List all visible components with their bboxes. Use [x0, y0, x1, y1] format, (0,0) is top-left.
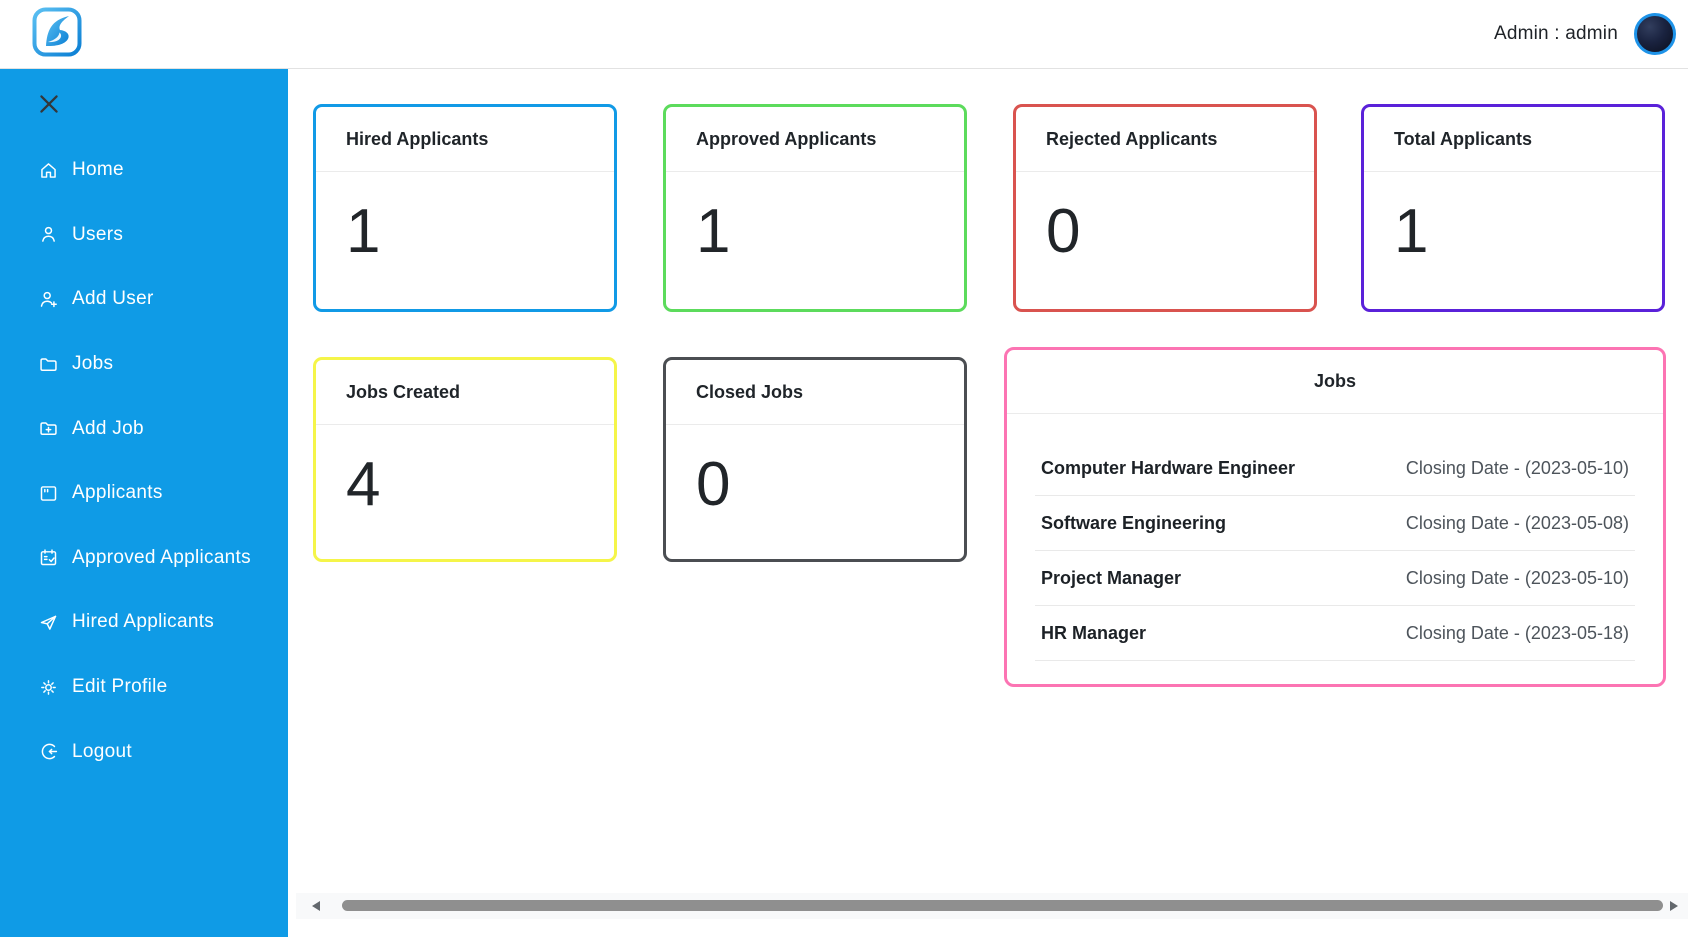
stat-card-title: Total Applicants	[1364, 107, 1662, 172]
job-row: Computer Hardware Engineer Closing Date …	[1035, 441, 1635, 496]
home-icon	[41, 162, 56, 178]
brand-logo[interactable]	[32, 7, 82, 62]
jobs-panel-title: Jobs	[1007, 350, 1663, 414]
user-plus-icon	[40, 291, 57, 308]
job-title: Project Manager	[1041, 567, 1182, 588]
stat-card-title: Hired Applicants	[316, 107, 614, 172]
job-row: HR Manager Closing Date - (2023-05-18)	[1035, 606, 1635, 661]
sidebar-item-hired-applicants[interactable]: Hired Applicants	[0, 590, 288, 655]
job-title: Computer Hardware Engineer	[1041, 457, 1296, 478]
user-avatar[interactable]	[1634, 13, 1676, 55]
sidebar-item-label: Users	[72, 223, 124, 245]
scrollbar-thumb[interactable]	[342, 900, 1663, 911]
stat-card-title: Jobs Created	[316, 360, 614, 425]
sidebar-item-label: Jobs	[72, 353, 114, 375]
header-user-area: Admin : admin	[1494, 13, 1676, 55]
jobs-panel: Jobs Computer Hardware Engineer Closing …	[1004, 347, 1666, 687]
stat-card-jobs-created: Jobs Created 4	[313, 357, 617, 562]
stat-card-rejected-applicants: Rejected Applicants 0	[1013, 104, 1317, 312]
horizontal-scrollbar[interactable]	[296, 893, 1688, 919]
gear-icon	[41, 679, 56, 695]
scroll-left-arrow-icon[interactable]	[312, 901, 320, 911]
sidebar-item-add-job[interactable]: Add Job	[0, 396, 288, 461]
app-header: Admin : admin	[0, 0, 1688, 69]
sidebar-item-label: Hired Applicants	[72, 611, 215, 633]
stat-card-value: 0	[1046, 197, 1081, 266]
sidebar-item-edit-profile[interactable]: Edit Profile	[0, 655, 288, 720]
stat-card-title: Closed Jobs	[666, 360, 964, 425]
stat-card-total-applicants: Total Applicants 1	[1361, 104, 1665, 312]
card-window-icon	[40, 485, 57, 501]
stat-card-value: 0	[696, 450, 731, 519]
stat-card-hired-applicants: Hired Applicants 1	[313, 104, 617, 312]
sidebar-item-applicants[interactable]: Applicants	[0, 461, 288, 526]
stat-card-closed-jobs: Closed Jobs 0	[663, 357, 967, 562]
logout-icon	[41, 743, 58, 760]
sidebar-item-home[interactable]: Home	[0, 138, 288, 203]
sidebar-item-label: Edit Profile	[72, 676, 168, 698]
stat-card-value: 1	[696, 197, 731, 266]
stat-card-value: 4	[346, 450, 381, 519]
sidebar-item-label: Logout	[72, 740, 132, 762]
job-row: Software Engineering Closing Date - (202…	[1035, 496, 1635, 551]
jobs-list: Computer Hardware Engineer Closing Date …	[1007, 414, 1663, 661]
job-closing-date: Closing Date - (2023-05-10)	[1405, 457, 1629, 478]
job-closing-date: Closing Date - (2023-05-08)	[1405, 512, 1629, 533]
calendar-check-icon	[40, 549, 57, 566]
sidebar-item-label: Home	[72, 159, 124, 181]
send-icon	[40, 615, 57, 630]
sidebar-item-jobs[interactable]: Jobs	[0, 332, 288, 397]
close-sidebar-icon[interactable]	[36, 91, 62, 117]
sidebar-item-approved-applicants[interactable]: Approved Applicants	[0, 526, 288, 591]
folder-icon	[40, 357, 57, 371]
sidebar-item-add-user[interactable]: Add User	[0, 267, 288, 332]
sidebar-nav: Home Users Add User	[0, 138, 288, 784]
sidebar-item-logout[interactable]: Logout	[0, 719, 288, 784]
sidebar: Home Users Add User	[0, 69, 288, 937]
sidebar-item-label: Applicants	[72, 482, 163, 504]
admin-label: Admin : admin	[1493, 23, 1618, 44]
stat-card-value: 1	[346, 197, 381, 266]
job-title: Software Engineering	[1041, 512, 1227, 533]
stat-card-title: Approved Applicants	[666, 107, 964, 172]
folder-plus-icon	[40, 422, 57, 436]
brand-logo-icon	[32, 7, 82, 56]
sidebar-item-label: Add User	[72, 288, 154, 310]
stat-card-approved-applicants: Approved Applicants 1	[663, 104, 967, 312]
stat-card-title: Rejected Applicants	[1016, 107, 1314, 172]
sidebar-item-label: Approved Applicants	[72, 546, 251, 568]
sidebar-item-label: Add Job	[72, 417, 144, 439]
stat-card-value: 1	[1394, 197, 1429, 266]
job-row: Project Manager Closing Date - (2023-05-…	[1035, 551, 1635, 606]
sidebar-item-users[interactable]: Users	[0, 203, 288, 268]
user-icon	[42, 227, 55, 243]
job-closing-date: Closing Date - (2023-05-10)	[1405, 567, 1629, 588]
job-closing-date: Closing Date - (2023-05-18)	[1405, 622, 1629, 643]
job-title: HR Manager	[1041, 622, 1147, 643]
scroll-right-arrow-icon[interactable]	[1670, 901, 1678, 911]
